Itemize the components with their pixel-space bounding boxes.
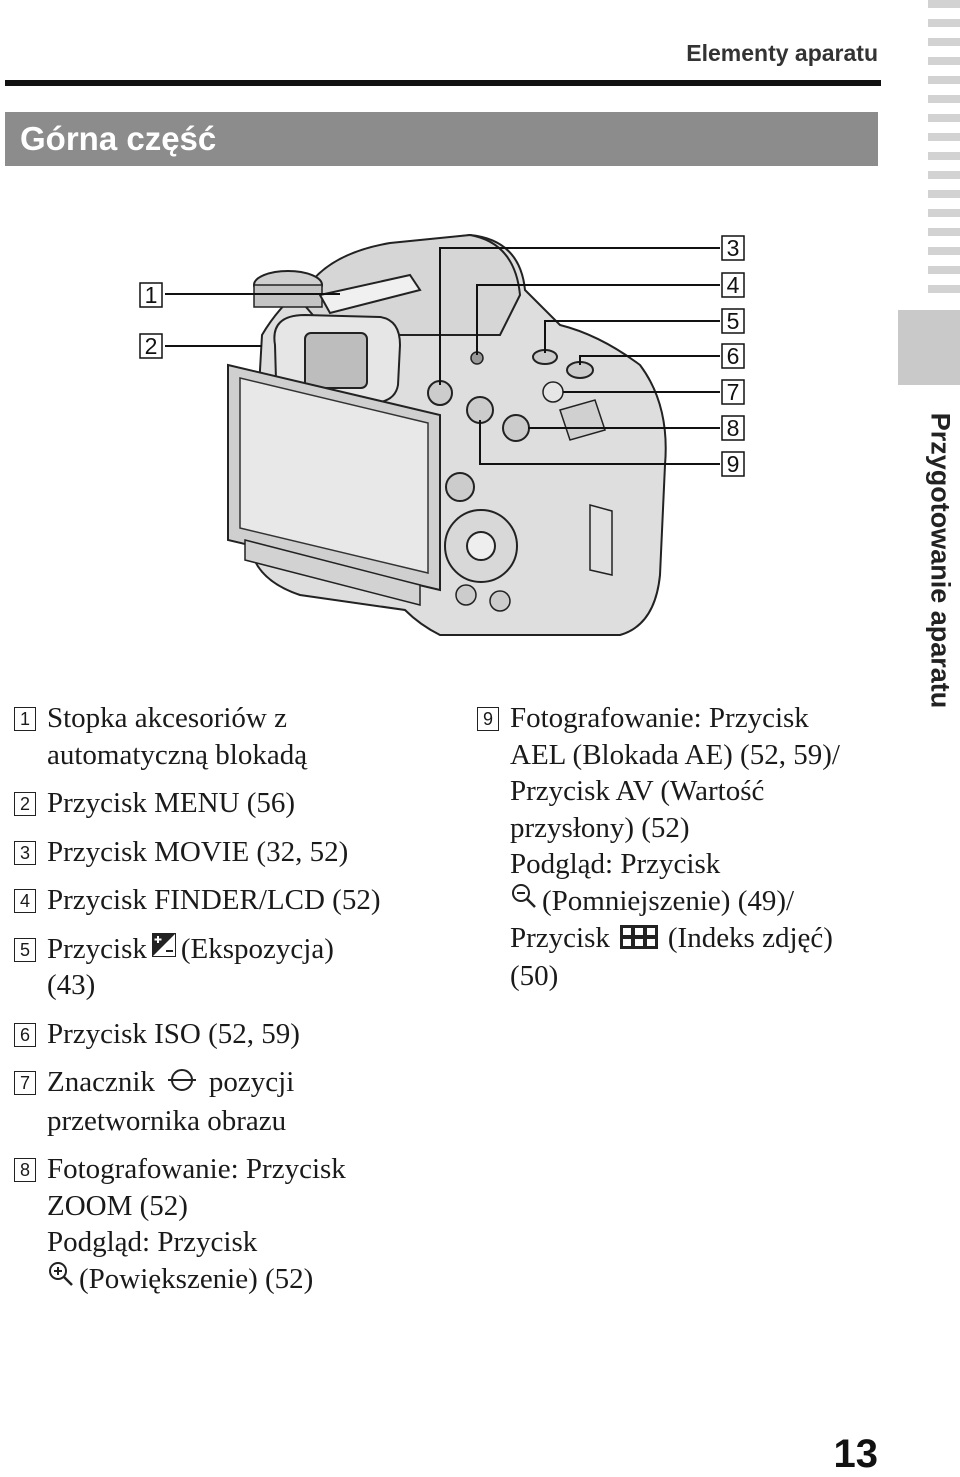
callout-2: 2 [139, 333, 163, 359]
item-number: 8 [14, 1158, 36, 1183]
list-item: 1 Stopka akcesoriów z automatyczną bloka… [14, 700, 454, 773]
svg-text:1: 1 [145, 282, 158, 308]
ael-button-drawing [502, 414, 530, 442]
section-band: Górna część [5, 112, 878, 166]
callout-6: 6 [721, 343, 745, 369]
svg-text:3: 3 [727, 235, 740, 261]
index-icon [619, 922, 658, 959]
viewfinder [304, 332, 368, 389]
zoom-out-icon [510, 882, 538, 920]
svg-text:4: 4 [727, 272, 740, 298]
callout-4: 4 [721, 272, 745, 298]
item-number: 1 [14, 707, 36, 731]
list-item: 4 Przycisk FINDER/LCD (52) [14, 882, 454, 919]
edge-tab [898, 310, 960, 385]
item-number: 3 [14, 840, 36, 865]
svg-text:6: 6 [727, 343, 740, 369]
svg-text:7: 7 [727, 379, 740, 405]
zoom-in-icon [47, 1260, 75, 1298]
edge-stripes [928, 0, 960, 300]
page-number: 13 [833, 1432, 879, 1476]
side-label: Przygotowanie aparatu [925, 412, 956, 709]
header-rule [5, 80, 881, 86]
lcd-screen [239, 377, 429, 574]
item-number: 9 [477, 707, 499, 731]
accessory-shoe [318, 273, 422, 315]
items-right-column: 9 Fotografowanie: Przycisk AEL (Blokada … [477, 700, 897, 1007]
item-number: 7 [14, 1071, 36, 1096]
callout-7: 7 [721, 379, 745, 405]
list-item: 9 Fotografowanie: Przycisk AEL (Blokada … [477, 700, 897, 995]
svg-text:8: 8 [727, 415, 740, 441]
item-number: 6 [14, 1022, 36, 1047]
item-number: 2 [14, 792, 36, 816]
callout-9: 9 [721, 451, 745, 477]
sensor-position-icon [167, 1066, 197, 1103]
sensor-mark-drawing [542, 381, 564, 403]
svg-text:9: 9 [727, 451, 740, 477]
svg-text:5: 5 [727, 308, 740, 334]
callout-5: 5 [721, 308, 745, 334]
list-item: 6 Przycisk ISO (52, 59) [14, 1016, 454, 1053]
camera-illustration: 1 2 3 4 5 6 7 8 9 [139, 233, 745, 636]
section-title: Górna część [20, 120, 217, 157]
zoom-button-drawing [466, 396, 494, 424]
item-number: 5 [14, 937, 36, 962]
item-number: 4 [14, 889, 36, 913]
list-item: 2 Przycisk MENU (56) [14, 785, 454, 822]
callout-1: 1 [139, 282, 163, 308]
header-title: Elementy aparatu [686, 40, 878, 66]
list-item: 8 Fotografowanie: Przycisk ZOOM (52) Pod… [14, 1151, 454, 1298]
exposure-icon [151, 931, 177, 968]
list-item: 3 Przycisk MOVIE (32, 52) [14, 834, 454, 871]
callout-8: 8 [721, 415, 745, 441]
list-item: 5 Przycisk(Ekspozycja) (43) [14, 931, 454, 1004]
svg-text:2: 2 [145, 333, 158, 359]
items-left-column: 1 Stopka akcesoriów z automatyczną bloka… [14, 700, 454, 1310]
callout-3: 3 [721, 235, 745, 261]
